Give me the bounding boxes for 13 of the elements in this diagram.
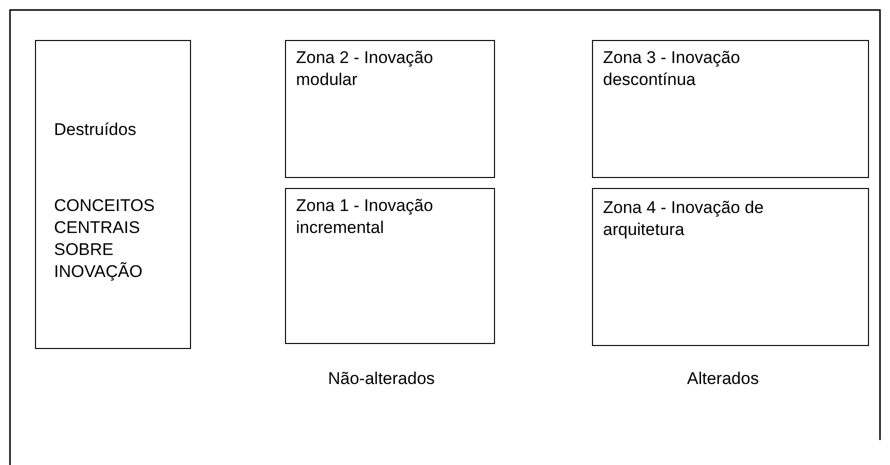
zone-title: Zona 4 - Inovação de arquitetura [603, 197, 765, 241]
axis-heading: CONCEITOS CENTRAIS SOBRE INOVAÇÃO [54, 195, 156, 283]
zone-box [592, 188, 869, 346]
row-heading: Destruídos [54, 119, 138, 141]
zone-title: Zona 1 - Inovação incremental [296, 195, 434, 239]
concept-box [35, 40, 191, 349]
zone-box [285, 188, 495, 344]
zone-title: Zona 2 - Inovação modular [296, 47, 434, 91]
zone-box [592, 40, 869, 178]
column-label: Alterados [687, 368, 759, 390]
zone-box [285, 40, 495, 178]
column-label: Não-alterados [328, 368, 435, 390]
zone-title: Zona 3 - Inovação descontínua [603, 47, 742, 91]
